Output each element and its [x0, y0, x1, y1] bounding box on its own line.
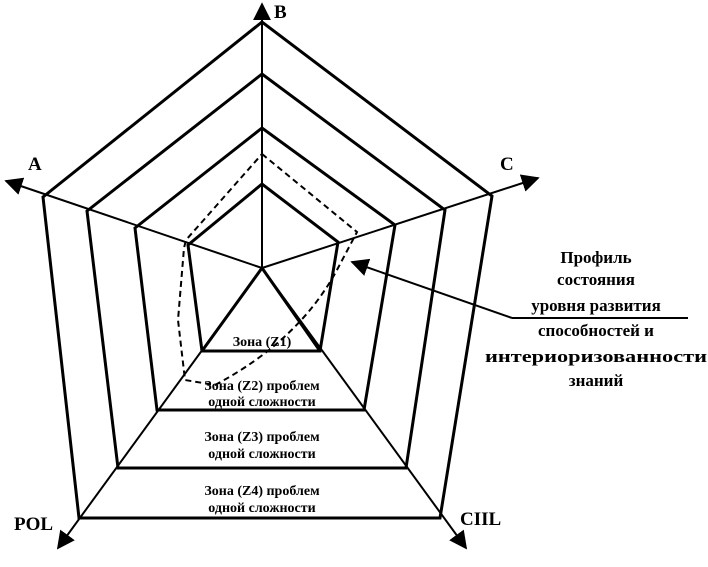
callout-line-3: уровня развития	[531, 296, 661, 315]
axis-a	[4, 177, 263, 269]
profile-dashed	[176, 152, 359, 387]
callout-line-1: Профиль	[560, 248, 631, 267]
zone-z3-label-line2: одной сложности	[208, 447, 315, 462]
axis-label-c: C	[500, 154, 514, 175]
pentagon-level-3	[85, 72, 447, 470]
axis-label-a: A	[28, 154, 42, 175]
callout-arrow	[350, 258, 513, 319]
pentagon-level-4	[41, 20, 494, 520]
axis-c	[261, 174, 540, 269]
axis-label-pol: POL	[14, 514, 53, 535]
axis-label-b: B	[274, 2, 287, 23]
zone-triangle	[200, 265, 322, 352]
pentagon-level-1	[186, 182, 340, 353]
callout-line-2: состояния	[557, 270, 635, 289]
zone-z2-label-line2: одной сложности	[208, 395, 315, 410]
callout-line-5: интериоризованности	[485, 347, 707, 366]
callout-line-4: способностей и	[538, 321, 654, 340]
callout-line-6: знаний	[569, 371, 624, 390]
zone-z1-label: Зона (Z1)	[233, 335, 292, 350]
pentagon-level-2	[133, 126, 397, 412]
zone-z2-label-line1: Зона (Z2) проблем	[204, 379, 320, 394]
axis-label-ciil: CIIL	[460, 509, 501, 530]
zone-z4-label-line1: Зона (Z4) проблем	[204, 484, 320, 499]
zone-z4-label-line2: одной сложности	[208, 501, 315, 516]
zone-z3-label-line1: Зона (Z3) проблем	[204, 430, 320, 445]
